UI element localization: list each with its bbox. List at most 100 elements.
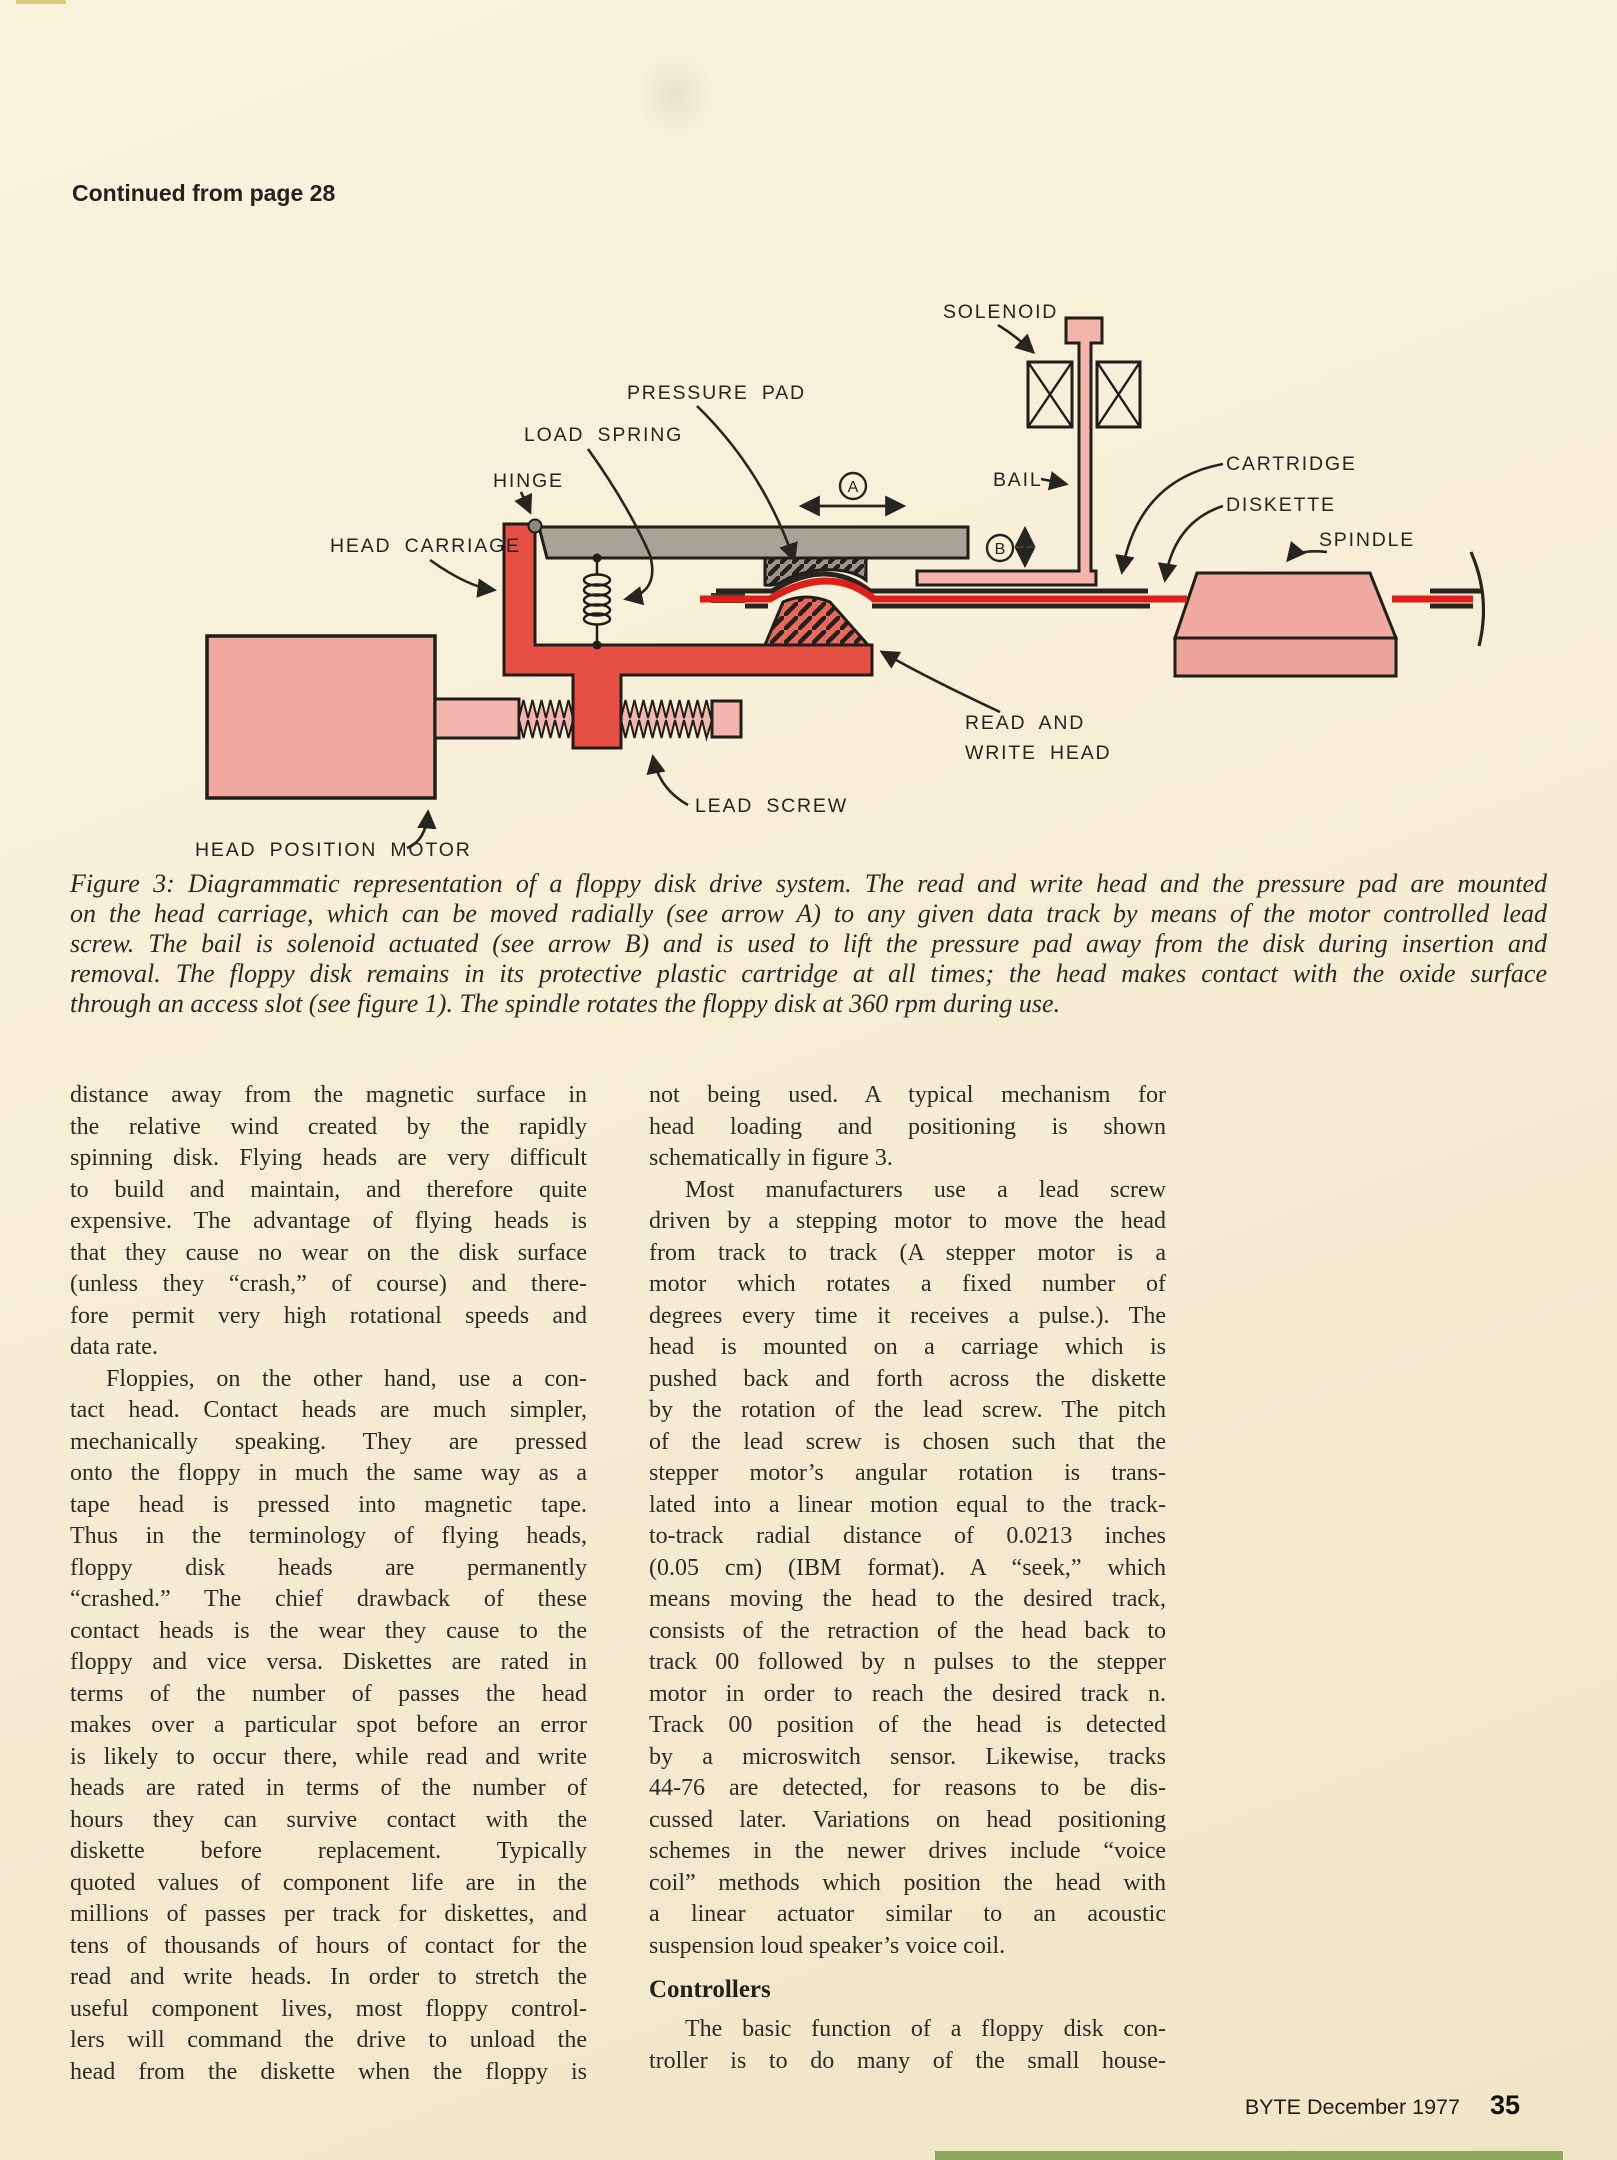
text-line: by the rotation of the lead screw. The p… — [649, 1397, 1166, 1423]
text-line: Most manufacturers use a lead screw — [685, 1176, 1166, 1203]
text-line: fore permit very high rotational speeds … — [70, 1302, 587, 1329]
text-line: means moving the head to the desired tra… — [649, 1586, 1166, 1612]
label-diskette: DISKETTE — [1226, 494, 1336, 516]
label-solenoid: SOLENOID — [943, 301, 1058, 323]
text-line: removal. The floppy disk remains in its … — [70, 959, 1547, 988]
text-line: contact heads is the wear they cause to … — [70, 1617, 587, 1644]
text-line: consists of the retraction of the head b… — [649, 1617, 1166, 1644]
text-line: lated into a linear motion equal to the … — [649, 1491, 1166, 1518]
text-line: that they cause no wear on the disk surf… — [70, 1239, 587, 1266]
text-line: The basic function of a floppy disk con- — [685, 2016, 1166, 2042]
text-line: through an access slot (see figure 1). T… — [70, 989, 1061, 1018]
head-position-motor — [205, 634, 437, 800]
article-right-column-part1: not being used. A typical mechanism for h… — [649, 1080, 1166, 1962]
leader-diskette — [1157, 504, 1224, 583]
text-line: terms of the number of passes the head — [70, 1680, 587, 1707]
text-line: floppy disk heads are permanently — [70, 1554, 587, 1581]
text-line: Track 00 position of the head is detecte… — [649, 1712, 1166, 1738]
text-line: cussed later. Variations on head positio… — [649, 1806, 1166, 1833]
leader-read-write-head — [879, 650, 1001, 714]
text-line: motor which rotates a fixed number of — [649, 1271, 1166, 1297]
leader-bail — [1040, 471, 1069, 491]
text-line: coil” methods which position the head wi… — [649, 1869, 1166, 1896]
text-line: tact head. Contact heads are much simple… — [70, 1397, 587, 1423]
text-line: lers will command the drive to unload th… — [70, 2027, 587, 2053]
text-line: track 00 followed by n pulses to the ste… — [649, 1649, 1166, 1675]
leader-spindle — [1286, 541, 1328, 563]
label-head-carriage: HEAD CARRIAGE — [330, 535, 521, 557]
figure3-diagram: A B SOLENOID PRESSURE PAD LOAD SPRING — [195, 301, 1486, 861]
figure-caption: Figure 3: Diagrammatic representation of… — [70, 869, 1547, 1019]
label-hinge: HINGE — [493, 470, 564, 492]
scan-smudge-artifact — [635, 50, 715, 140]
text-line: head is mounted on a carriage which is — [649, 1334, 1166, 1360]
pressure-pad — [763, 556, 868, 587]
arrow-b-letter: B — [995, 541, 1006, 558]
continued-note: Continued from page 28 — [72, 180, 336, 206]
text-line: to-track radial distance of 0.0213 inche… — [649, 1523, 1166, 1549]
text-line: troller is to do many of the small house… — [649, 2047, 1166, 2074]
label-bail: BAIL — [993, 469, 1042, 491]
scan-edge-artifact-top — [16, 0, 66, 4]
text-line: tape head is pressed into magnetic tape. — [70, 1491, 587, 1518]
leader-head-position-motor — [406, 809, 437, 850]
text-line: not being used. A typical mechanism for — [649, 1082, 1166, 1108]
scan-edge-artifact-bottom — [935, 2151, 1563, 2160]
text-line: Figure 3: Diagrammatic representation of… — [70, 869, 1547, 898]
text-line: pushed back and forth across the diskett… — [649, 1365, 1166, 1392]
leader-solenoid — [997, 323, 1036, 355]
label-spindle: SPINDLE — [1319, 529, 1415, 551]
text-line: makes over a particular spot before an e… — [70, 1712, 587, 1738]
text-line: from track to track (A stepper motor is … — [649, 1239, 1166, 1266]
head-carriage — [502, 522, 874, 750]
head-load-arm — [537, 525, 970, 560]
text-line: onto the floppy in much the same way as … — [70, 1460, 587, 1486]
arrow-a-letter: A — [848, 479, 859, 496]
leader-pressure-pad — [696, 405, 798, 563]
leader-lines — [406, 323, 1328, 850]
text-line: tens of thousands of hours of contact fo… — [70, 1932, 587, 1959]
text-line: diskette before replacement. Typically — [70, 1838, 587, 1864]
solenoid-coils — [1026, 360, 1142, 429]
leader-cartridge — [1115, 462, 1224, 575]
leader-lead-screw — [646, 754, 689, 807]
text-line: to build and maintain, and therefore qui… — [70, 1176, 587, 1203]
load-spring — [582, 553, 612, 650]
lead-screw-end-block — [710, 699, 743, 739]
leader-load-spring — [586, 448, 654, 606]
text-line: distance away from the magnetic surface … — [70, 1082, 587, 1108]
text-line: stepper motor’s angular rotation is tran… — [649, 1460, 1166, 1486]
bail-arm — [915, 316, 1104, 587]
text-line: millions of passes per track for diskett… — [70, 1901, 587, 1927]
label-lead-screw: LEAD SCREW — [695, 795, 848, 817]
text-line: hours they can survive contact with the — [70, 1806, 587, 1833]
text-line: 44-76 are detected, for reasons to be di… — [649, 1775, 1166, 1801]
text-line: Floppies, on the other hand, use a con- — [106, 1365, 587, 1392]
text-line: head from the diskette when the floppy i… — [70, 2058, 587, 2085]
arrow-b-indicator: B — [985, 525, 1036, 569]
text-line: by a microswitch sensor. Likewise, track… — [649, 1743, 1166, 1770]
lead-screw-threads-left — [518, 699, 574, 739]
motor-shaft — [433, 697, 521, 740]
text-line: screw. The bail is solenoid actuated (se… — [70, 929, 1547, 958]
diskette-line — [700, 577, 1187, 603]
label-read-write-head-1: READ AND — [965, 712, 1085, 734]
lead-screw-threads-right — [620, 699, 713, 742]
leader-hinge — [514, 491, 533, 515]
text-line: schemes in the newer drives include “voi… — [649, 1838, 1166, 1864]
section-heading: Controllers — [649, 1976, 771, 2003]
text-line: is likely to occur there, while read and… — [70, 1743, 587, 1770]
arrow-a-indicator: A — [798, 471, 907, 517]
text-line: on the head carriage, which can be moved… — [70, 899, 1547, 928]
hinge-pivot — [527, 518, 543, 534]
text-line: (unless they “crash,” of course) and the… — [70, 1271, 587, 1297]
label-load-spring: LOAD SPRING — [524, 424, 683, 446]
label-cartridge: CARTRIDGE — [1226, 453, 1357, 475]
page-footer: BYTE December 1977 35 — [1140, 2090, 1520, 2121]
text-line: of the lead screw is chosen such that th… — [649, 1428, 1166, 1455]
text-line: “crashed.” The chief drawback of these — [70, 1586, 587, 1612]
text-line: mechanically speaking. They are pressed — [70, 1428, 587, 1455]
disk-edge-lines — [1392, 551, 1486, 647]
article-right-column-part2: The basic function of a floppy disk con-… — [649, 2014, 1166, 2077]
